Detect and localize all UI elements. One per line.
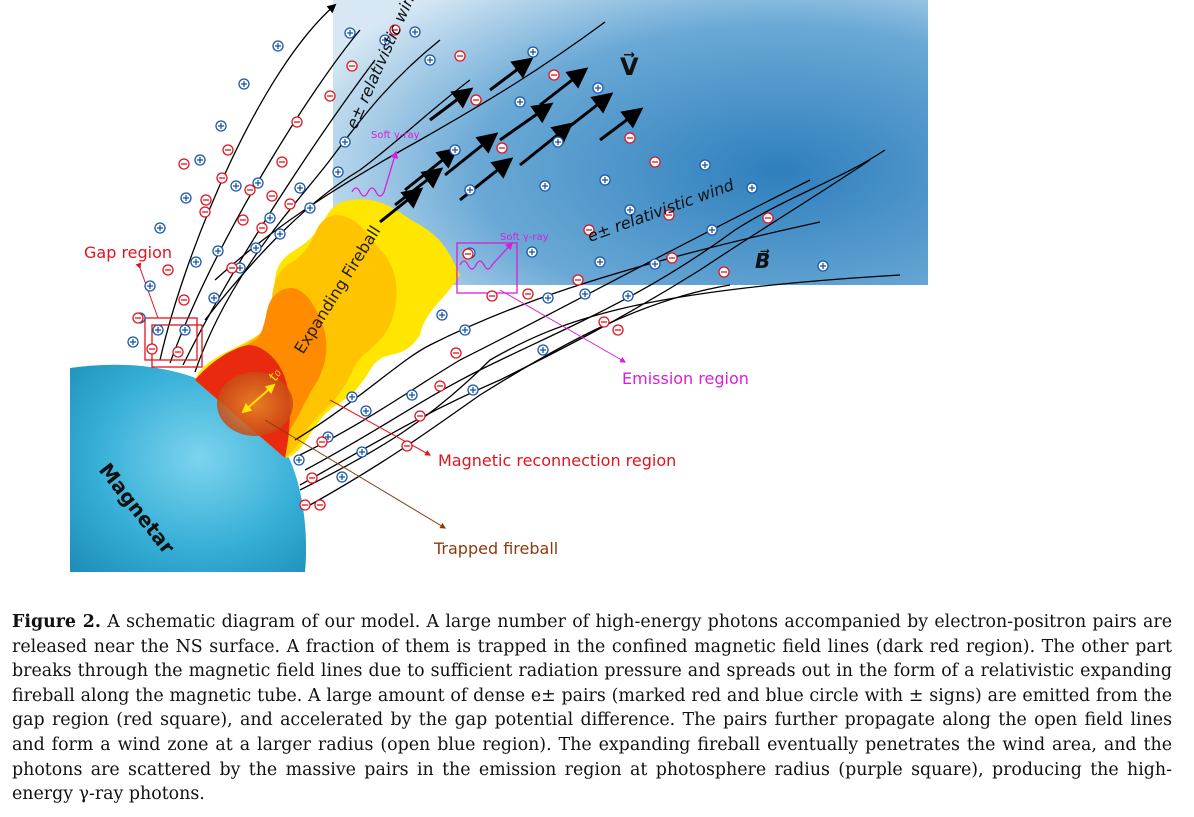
field-line: [182, 59, 376, 366]
gap-region-pointer: [135, 262, 159, 319]
field-line: [304, 149, 886, 471]
field-line: [159, 3, 337, 361]
emission-region-box: [456, 242, 518, 294]
caption-text: A schematic diagram of our model. A larg…: [12, 612, 1172, 805]
emission-region-label: Emission region: [622, 369, 749, 388]
t0-arrow: [241, 383, 276, 414]
velocity-label: V⃗: [620, 52, 639, 81]
field-line: [204, 79, 471, 321]
field-line: [194, 39, 441, 373]
soft-gamma-squiggle-lower: [459, 241, 514, 270]
field-line: [299, 274, 901, 491]
figure-number: Figure 2.: [12, 612, 101, 632]
velocity-arrow: [429, 87, 474, 122]
velocity-arrow: [499, 102, 554, 142]
field-line: [169, 29, 361, 364]
trapped-fireball: [217, 372, 293, 436]
velocity-arrow: [444, 132, 499, 177]
gap-region-box: [144, 317, 203, 368]
field-line: [299, 159, 871, 486]
gap-region-label: Gap region: [84, 243, 172, 262]
field-label: B⃗: [755, 248, 770, 273]
trapped-pointer: [264, 419, 447, 529]
velocity-arrow: [599, 107, 644, 142]
velocity-arrow: [539, 67, 589, 107]
figure-caption: Figure 2. A schematic diagram of our mod…: [12, 610, 1172, 807]
reconnection-pointer: [329, 399, 432, 456]
schematic-diagram: Gap region Expanding Fireball t₀ Magneta…: [70, 0, 928, 572]
velocity-arrow: [564, 92, 614, 132]
field-line: [299, 179, 811, 456]
soft-gamma-squiggle-upper: [351, 150, 398, 197]
field-line: [214, 21, 606, 281]
reconnection-region-label: Magnetic reconnection region: [438, 451, 676, 470]
emission-region-pointer: [499, 289, 627, 363]
trapped-fireball-label: Trapped fireball: [433, 539, 558, 558]
soft-gamma-label-lower: Soft γ-ray: [500, 232, 549, 243]
field-lines: [159, 3, 901, 506]
velocity-arrow: [404, 147, 459, 192]
velocity-arrow: [489, 57, 534, 92]
velocity-arrow: [519, 122, 574, 167]
field-line: [309, 284, 731, 506]
velocity-arrow: [379, 187, 424, 224]
soft-gamma-label-upper: Soft γ-ray: [371, 130, 420, 141]
velocity-arrow: [394, 167, 444, 207]
pair-particles: [127, 24, 829, 511]
